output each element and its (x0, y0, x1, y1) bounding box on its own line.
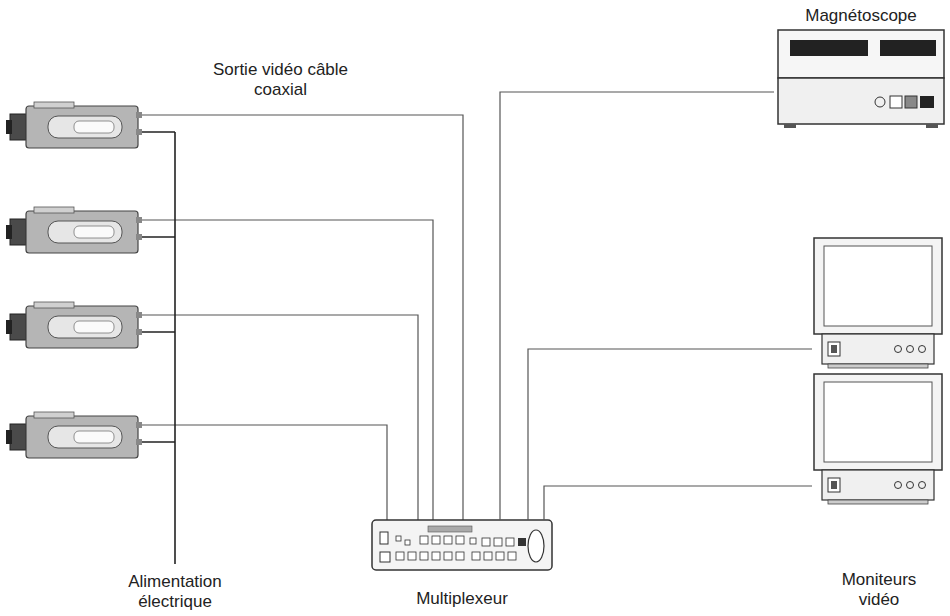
coax-cable (528, 349, 812, 520)
node-label: Moniteurs vidéo (824, 570, 934, 610)
power-wire (142, 132, 175, 564)
camera (6, 412, 142, 458)
cable-label: Sortie vidéo câble coaxial (208, 60, 353, 100)
video-monitor (814, 374, 942, 504)
coax-cable (500, 92, 774, 520)
camera (6, 102, 142, 148)
power-label: Alimentation électrique (100, 572, 250, 612)
camera (6, 302, 142, 348)
node-label: Magnétoscope (781, 6, 941, 26)
node-label: Multiplexeur (377, 589, 547, 609)
coax-cable (142, 115, 463, 520)
multiplexer (372, 520, 552, 570)
coax-cable (544, 486, 812, 520)
multiplexer-node: Multiplexeur (368, 515, 556, 615)
monitor-group: Moniteurs vidéo (812, 236, 946, 614)
video-monitor (814, 238, 942, 368)
camera (6, 207, 142, 253)
vcr-node: Magnétoscope (774, 0, 948, 130)
vcr (778, 30, 944, 128)
